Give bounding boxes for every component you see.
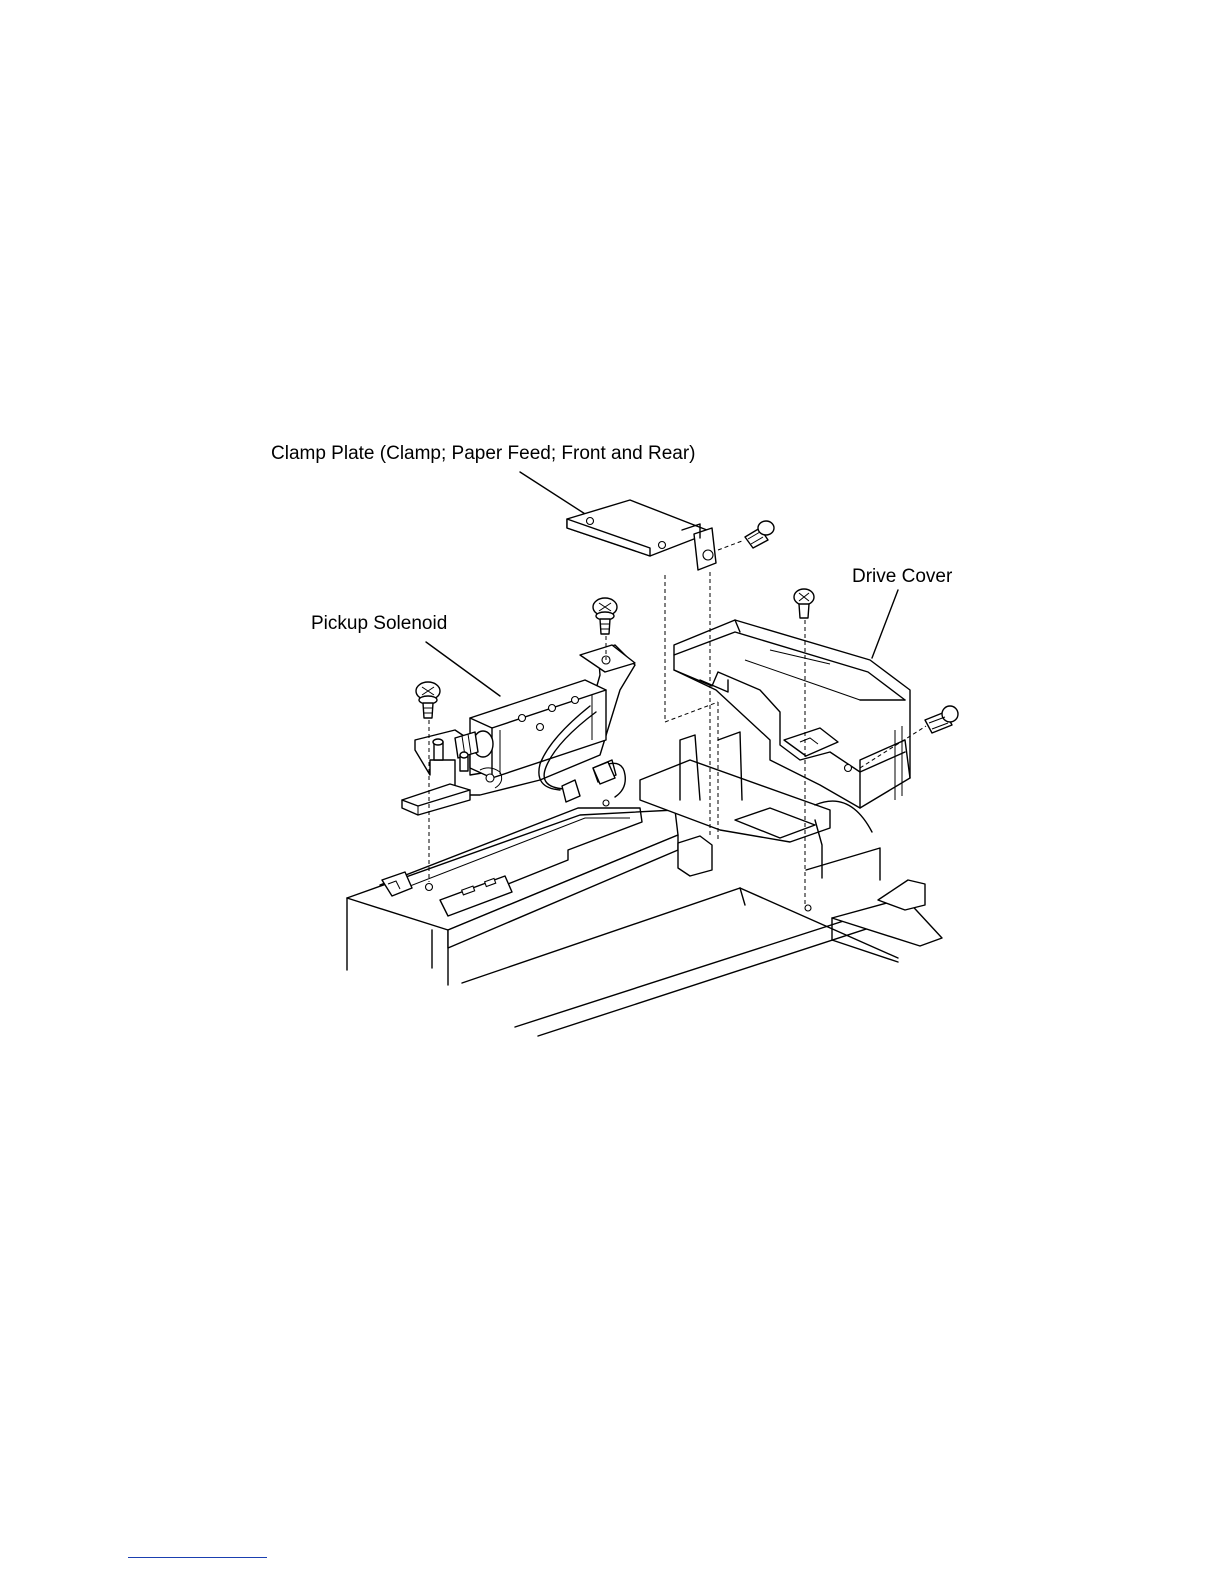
screw-clamp-plate: [745, 521, 774, 548]
screw-drive-cover-side: [925, 706, 958, 733]
screw-drive-cover-top: [794, 589, 814, 618]
label-pickup-solenoid: Pickup Solenoid: [311, 613, 447, 634]
pickup-solenoid: [402, 645, 635, 815]
clamp-plate: [567, 500, 716, 570]
screw-solenoid-left: [416, 682, 440, 718]
footer-rule: [128, 1557, 267, 1558]
label-drive-cover: Drive Cover: [852, 566, 953, 587]
screw-solenoid-right: [593, 598, 617, 634]
label-clamp-plate: Clamp Plate (Clamp; Paper Feed; Front an…: [271, 443, 696, 464]
